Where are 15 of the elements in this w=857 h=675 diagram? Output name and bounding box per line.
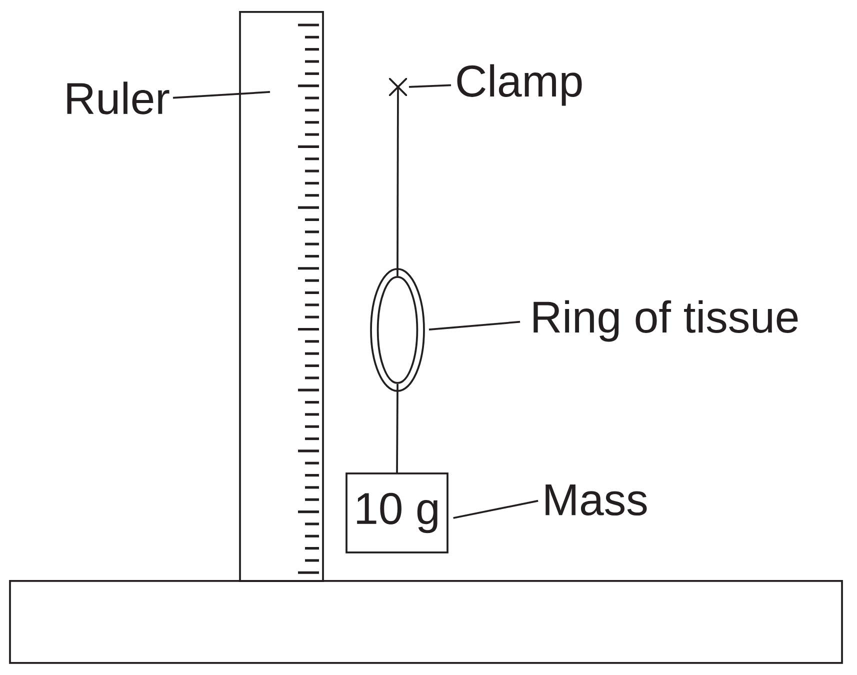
mass-box: 10 g [346,472,448,554]
leader-line [408,84,452,88]
string [396,384,398,473]
string [396,87,399,276]
ruler [239,11,324,582]
part-label: Ring of tissue [534,300,798,342]
ring [370,268,425,392]
part-label: Mass [546,484,647,516]
leader-line [172,91,270,99]
cross-mark [389,78,407,96]
part-label: Ruler [67,82,170,114]
leader-line [428,320,520,330]
bench [9,580,843,664]
part-label: Clamp [457,64,582,106]
leader-line [453,500,538,519]
